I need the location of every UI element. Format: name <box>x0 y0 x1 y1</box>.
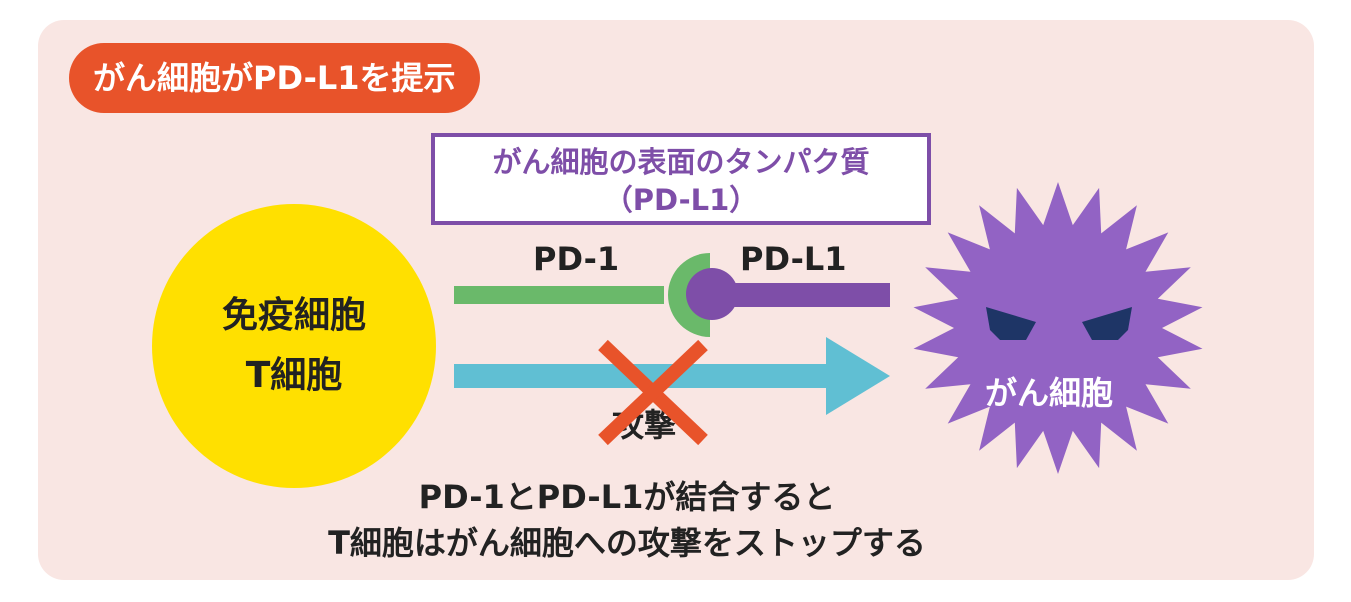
surface-protein-label-line2: （PD-L1） <box>603 183 759 217</box>
cancer-cell-right-eye <box>1082 307 1132 340</box>
immune-cell-label-line2: T細胞 <box>245 355 343 396</box>
caption-line1: PD-1とPD-L1が結合すると <box>418 478 836 516</box>
pdl1-ligand-bar <box>712 283 890 307</box>
blocked-cross-stroke-2 <box>598 339 708 446</box>
surface-protein-label-box: がん細胞の表面のタンパク質 （PD-L1） <box>431 133 931 225</box>
cancer-cell-spiky <box>913 182 1203 474</box>
immune-cell-label-line1: 免疫細胞 <box>221 295 366 336</box>
cancer-cell-left-eye <box>986 307 1036 340</box>
immune-cell: 免疫細胞 T細胞 <box>152 204 436 488</box>
pdl1-label: PD-L1 <box>740 240 847 278</box>
pdl1-ligand-ball <box>686 268 738 320</box>
surface-protein-label-line1: がん細胞の表面のタンパク質 <box>492 145 870 179</box>
caption-line2: T細胞はがん細胞への攻撃をストップする <box>328 524 926 562</box>
cancer-cell-label: がん細胞 <box>985 374 1114 412</box>
caption: PD-1とPD-L1が結合すると T細胞はがん細胞への攻撃をストップする <box>262 474 992 566</box>
attack-arrow-head <box>826 337 890 415</box>
pd1-receptor-bar <box>454 286 664 304</box>
pd1-label: PD-1 <box>533 240 620 278</box>
title-pill: がん細胞がPD-L1を提示 <box>69 43 480 113</box>
